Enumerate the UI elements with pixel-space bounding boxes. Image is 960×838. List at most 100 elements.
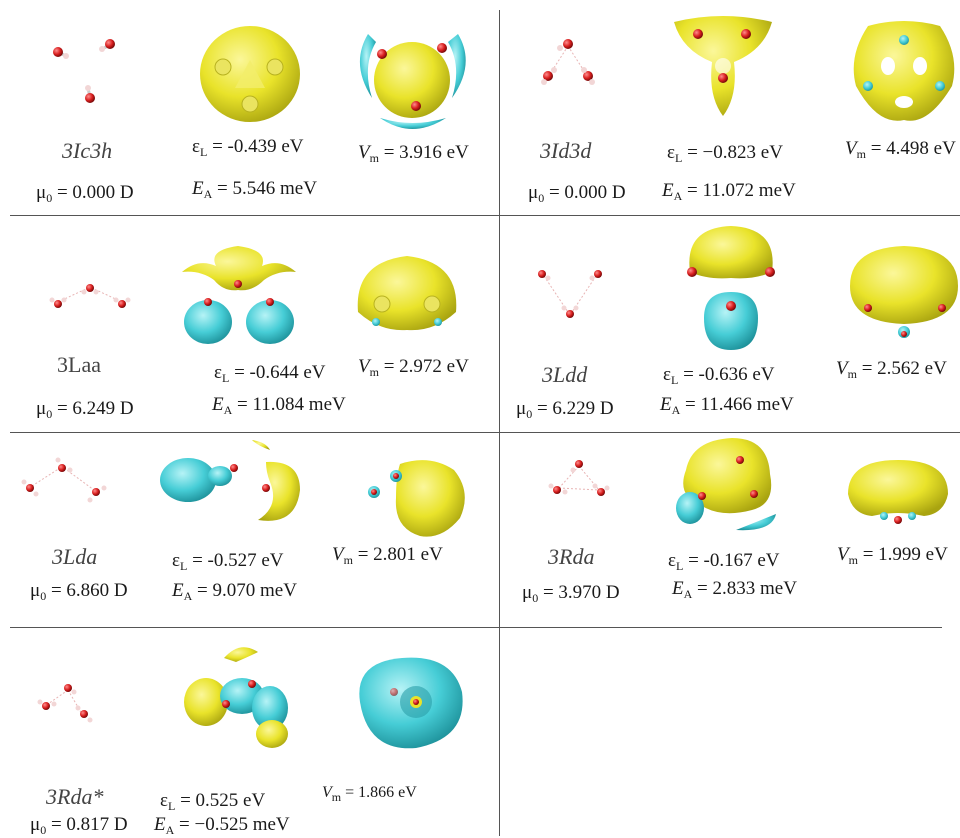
binding-energy-label: EA = 9.070 meV (172, 580, 297, 604)
vm-label: Vm = 4.498 eV (845, 138, 956, 162)
binding-energy-label: EA = 5.546 meV (192, 178, 317, 202)
homo-energy-label: εL = −0.823 eV (667, 142, 783, 166)
mu-subscript: 0 (46, 191, 53, 205)
homo-energy-value: = -0.527 eV (192, 550, 284, 571)
vm-label: Vm = 2.972 eV (358, 356, 469, 380)
e-symbol: E (660, 394, 672, 415)
molecule-structure-3Rda-star (37, 684, 93, 723)
molecule-structure-3Laa (49, 284, 131, 308)
vm-value: = 2.972 eV (383, 356, 469, 377)
cluster-name: 3Id3d (540, 138, 592, 163)
vm-label: Vm = 3.916 eV (358, 142, 469, 166)
vertical-divider (499, 10, 500, 836)
binding-energy-label: EA = 11.072 meV (662, 180, 796, 204)
vm-value: = 2.562 eV (861, 358, 947, 379)
v-symbol: V (358, 356, 370, 377)
vm-value: = 3.916 eV (383, 142, 469, 163)
v-symbol: V (836, 358, 848, 379)
e-subscript: A (671, 403, 681, 417)
cluster-name: 3Ic3h (62, 138, 113, 163)
e-symbol: E (154, 814, 166, 835)
mesp-isosurface-3Ldd (850, 246, 958, 338)
vm-value: = 2.801 eV (357, 544, 443, 565)
v-subscript: m (343, 553, 353, 567)
homo-energy-label: εL = 0.525 eV (160, 790, 265, 814)
dipole-label: μ0 = 0.817 D (30, 814, 128, 838)
e-subscript: A (683, 587, 693, 601)
dipole-value: = 0.000 D (56, 182, 134, 203)
v-subscript: m (369, 365, 379, 379)
binding-energy-value: = −0.525 meV (179, 814, 290, 835)
homo-energy-value: = −0.823 eV (687, 142, 783, 163)
mu-symbol: μ (516, 398, 527, 419)
dipole-value: = 0.817 D (50, 814, 128, 835)
homo-energy-value: = -0.644 eV (234, 362, 326, 383)
mu-symbol: μ (36, 398, 47, 419)
epsilon-symbol: ε (172, 550, 180, 571)
binding-energy-value: = 11.466 meV (685, 394, 794, 415)
v-symbol: V (837, 544, 849, 565)
dipole-label: μ0 = 6.229 D (516, 398, 614, 422)
vm-value: = 4.498 eV (870, 138, 956, 159)
homo-isosurface-3Ldd (687, 226, 775, 350)
e-symbol: E (662, 180, 674, 201)
epsilon-symbol: ε (214, 362, 222, 383)
epsilon-subscript: L (675, 559, 684, 573)
vm-label: Vm = 1.866 eV (322, 784, 417, 805)
molecule-structure-3Lda (21, 457, 107, 503)
dipole-label: μ0 = 0.000 D (36, 182, 134, 206)
e-subscript: A (223, 403, 233, 417)
homo-energy-label: εL = -0.167 eV (668, 550, 780, 574)
e-subscript: A (183, 589, 193, 603)
mu-subscript: 0 (532, 591, 539, 605)
mesp-isosurface-3Lda (368, 460, 465, 537)
mu-symbol: μ (30, 814, 41, 835)
molecule-structure-3Rda (548, 460, 610, 496)
homo-energy-label: εL = -0.636 eV (663, 364, 775, 388)
v-symbol: V (845, 138, 857, 159)
v-subscript: m (369, 151, 379, 165)
homo-isosurface-3Lda (160, 440, 300, 521)
row-divider-1 (10, 215, 960, 216)
homo-energy-value: = 0.525 eV (180, 790, 266, 811)
vm-value: = 1.866 eV (345, 784, 417, 801)
e-subscript: A (165, 823, 175, 837)
epsilon-symbol: ε (663, 364, 671, 385)
dipole-value: = 3.970 D (542, 582, 620, 603)
homo-isosurface-3Rda-star (184, 647, 288, 748)
homo-energy-label: εL = -0.644 eV (214, 362, 326, 386)
cluster-name: 3Ldd (542, 362, 588, 387)
v-symbol: V (322, 784, 332, 801)
mesp-isosurface-3Id3d (853, 21, 955, 121)
e-subscript: A (203, 187, 213, 201)
binding-energy-value: = 9.070 meV (197, 580, 297, 601)
binding-energy-label: EA = 2.833 meV (672, 578, 797, 602)
binding-energy-label: EA = 11.084 meV (212, 394, 346, 418)
molecule-structure-3Ic3h (53, 39, 115, 103)
epsilon-symbol: ε (160, 790, 168, 811)
dipole-value: = 6.249 D (56, 398, 134, 419)
epsilon-subscript: L (167, 799, 176, 813)
cluster-name: 3Lda (52, 544, 98, 569)
mu-subscript: 0 (40, 823, 47, 837)
v-subscript: m (847, 367, 857, 381)
v-subscript: m (331, 790, 342, 804)
epsilon-subscript: L (179, 559, 188, 573)
mu-subscript: 0 (526, 407, 533, 421)
dipole-label: μ0 = 6.249 D (36, 398, 134, 422)
mesp-isosurface-3Rda (848, 460, 948, 524)
binding-energy-label: EA = 11.466 meV (660, 394, 794, 418)
dipole-label: μ0 = 6.860 D (30, 580, 128, 604)
cluster-name: 3Laa (57, 352, 101, 377)
cluster-name: 3Rda* (46, 784, 104, 809)
molecule-structure-3Ldd (538, 270, 602, 318)
row-divider-2 (10, 432, 960, 433)
e-symbol: E (192, 178, 204, 199)
vm-label: Vm = 2.562 eV (836, 358, 947, 382)
v-subscript: m (848, 553, 858, 567)
epsilon-subscript: L (199, 145, 208, 159)
e-symbol: E (212, 394, 224, 415)
homo-isosurface-3Ic3h (200, 26, 300, 122)
epsilon-symbol: ε (192, 136, 200, 157)
vm-label: Vm = 2.801 eV (332, 544, 443, 568)
